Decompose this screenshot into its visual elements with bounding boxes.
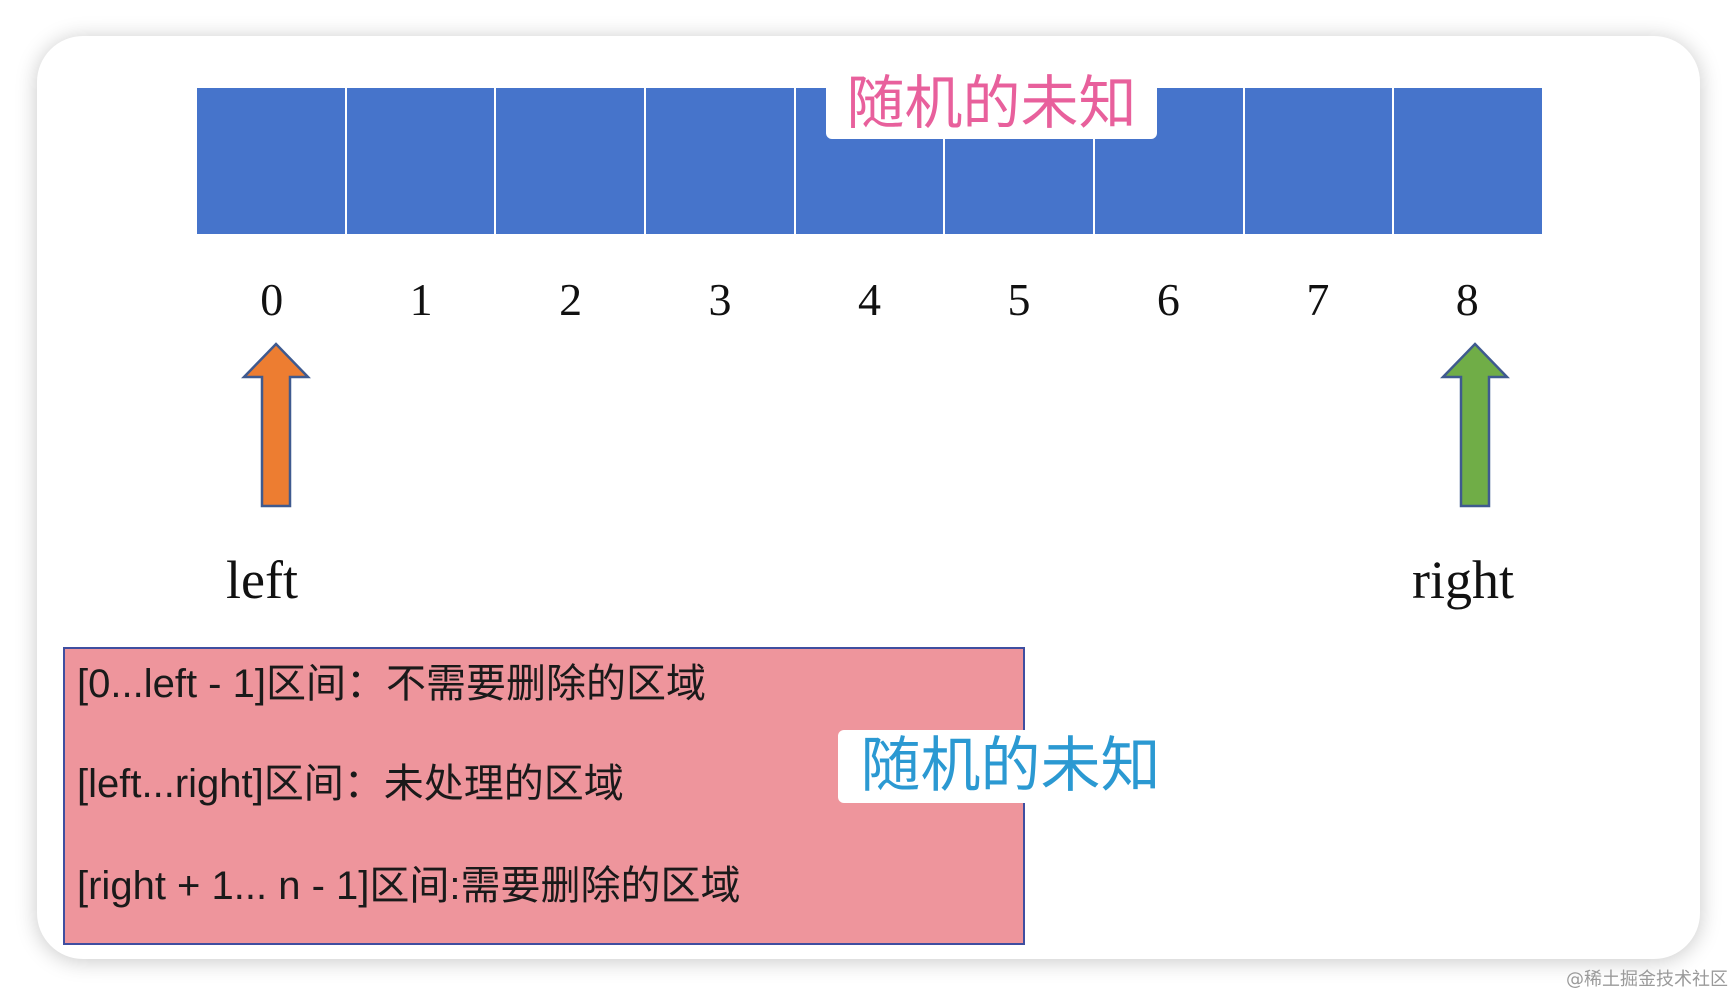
right-arrow-shape — [1440, 342, 1510, 508]
index-label: 1 — [409, 274, 433, 325]
index-label: 2 — [559, 274, 583, 325]
array-cell — [1244, 88, 1395, 234]
index-label: 5 — [1007, 274, 1031, 325]
array-cell — [646, 88, 796, 234]
index-label: 4 — [858, 274, 881, 325]
top-unknown-label: 随机的未知 — [826, 68, 1157, 139]
array-cell — [346, 88, 497, 234]
watermark: @稀土掘金技术社区 — [1566, 969, 1728, 990]
left-pointer-arrow-icon — [241, 342, 311, 508]
index-label: 7 — [1306, 274, 1330, 325]
index-label: 3 — [708, 274, 732, 325]
index-label: 6 — [1156, 274, 1180, 325]
array-cell — [197, 88, 347, 234]
array-cell — [496, 88, 647, 234]
side-unknown-label: 随机的未知 — [838, 730, 1183, 803]
left-arrow-shape — [241, 342, 311, 508]
legend-line-deleted: [right + 1... n - 1]区间:需要删除的区域 — [77, 864, 741, 908]
legend-box: [0...left - 1]区间：不需要删除的区域 [left...right]… — [63, 647, 1025, 945]
index-label: 0 — [260, 274, 284, 325]
right-pointer-label: right — [1412, 550, 1514, 610]
left-pointer-label: left — [226, 550, 298, 610]
legend-line-kept: [0...left - 1]区间：不需要删除的区域 — [77, 662, 706, 706]
array-cell — [1394, 88, 1543, 234]
legend-line-unprocessed: [left...right]区间：未处理的区域 — [77, 762, 624, 806]
right-pointer-arrow-icon — [1440, 342, 1510, 508]
index-label: 8 — [1455, 274, 1479, 325]
